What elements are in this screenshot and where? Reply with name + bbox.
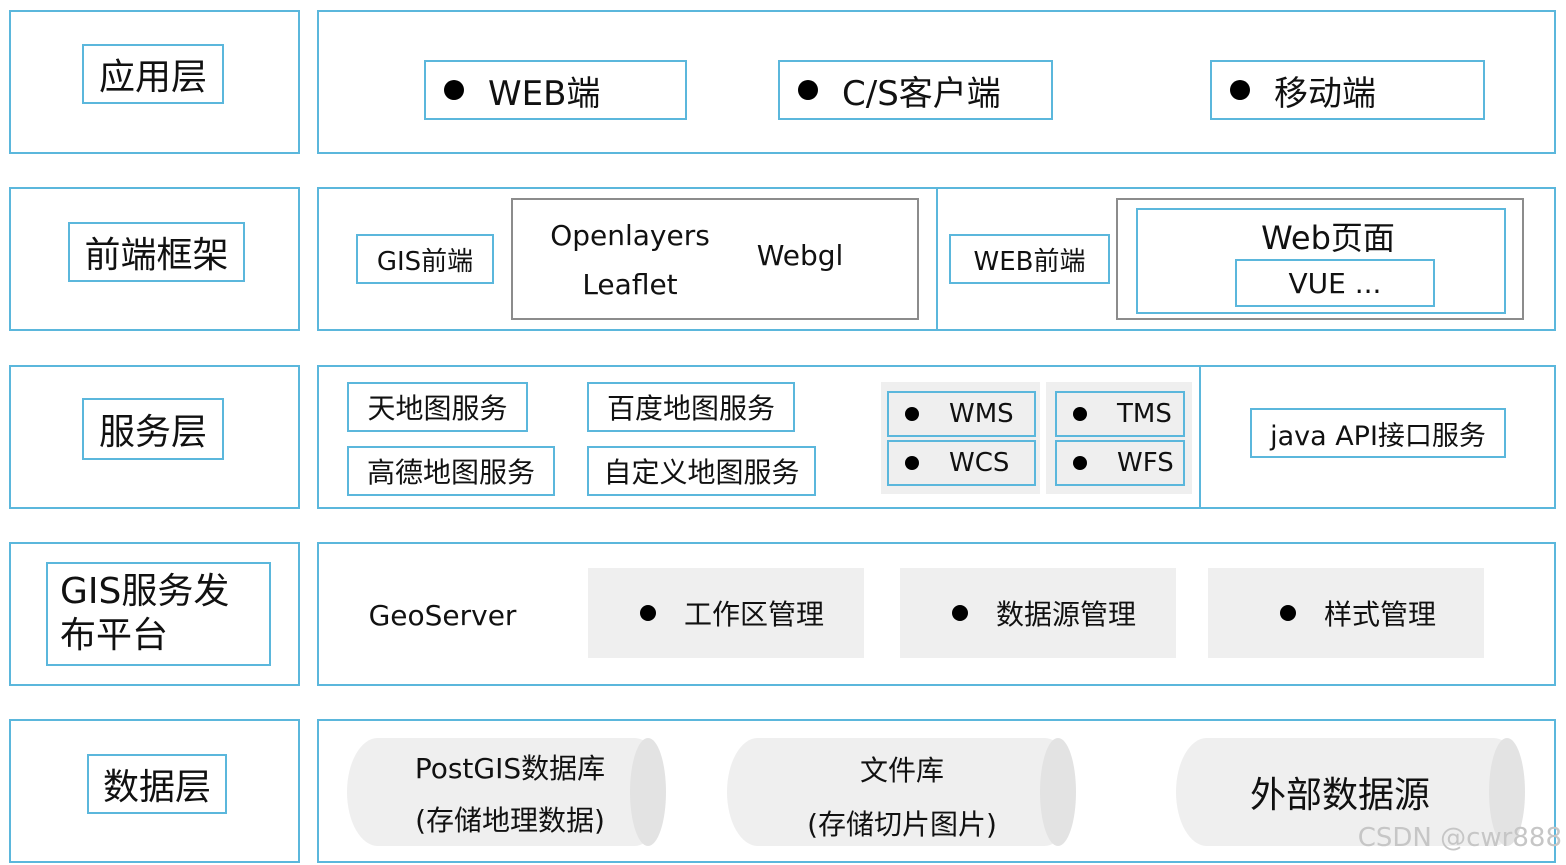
func-datasource-text: 数据源管理 bbox=[996, 598, 1137, 631]
app-item-mobile: 移动端 bbox=[1210, 60, 1485, 120]
bullet-icon bbox=[905, 456, 919, 470]
service-baidu: 百度地图服务 bbox=[587, 382, 795, 432]
cylinder-cap bbox=[630, 738, 666, 846]
app-item-mobile-text: 移动端 bbox=[1274, 73, 1376, 114]
store-postgis-line2: (存储地理数据) bbox=[415, 804, 605, 837]
web-page-title: Web页面 bbox=[1261, 219, 1395, 257]
data-layer-label-frame bbox=[9, 719, 300, 863]
lib-webgl: Webgl bbox=[756, 238, 844, 272]
java-api-service: java API接口服务 bbox=[1250, 408, 1506, 458]
cylinder-cap bbox=[1040, 738, 1076, 846]
service-layer-label-frame bbox=[9, 365, 300, 509]
gis-frontend-label: GIS前端 bbox=[356, 234, 494, 284]
func-datasource: 数据源管理 bbox=[900, 568, 1176, 658]
web-frontend-label: WEB前端 bbox=[949, 234, 1110, 284]
publish-label-line2: 布平台 bbox=[60, 615, 169, 656]
app-layer-label: 应用层 bbox=[82, 44, 224, 104]
service-custom: 自定义地图服务 bbox=[587, 446, 816, 496]
bullet-icon bbox=[444, 80, 464, 100]
frontend-layer-label-frame bbox=[9, 187, 300, 331]
app-layer-content bbox=[317, 10, 1556, 154]
lib-openlayers: Openlayers bbox=[550, 218, 710, 252]
app-layer-label-frame bbox=[9, 10, 300, 154]
ogc-wfs: WFS bbox=[1055, 440, 1185, 486]
func-style-text: 样式管理 bbox=[1324, 598, 1437, 631]
publish-layer-label-frame bbox=[9, 542, 300, 686]
ogc-tms-text: TMS bbox=[1117, 399, 1172, 429]
app-item-cs-text: C/S客户端 bbox=[842, 73, 1001, 114]
geoserver-label: GeoServer bbox=[368, 598, 517, 632]
ogc-wms-text: WMS bbox=[949, 399, 1014, 429]
publish-layer-content bbox=[317, 542, 1556, 686]
store-postgis-line1: PostGIS数据库 bbox=[414, 752, 606, 785]
ogc-wms: WMS bbox=[887, 391, 1036, 437]
data-layer-content bbox=[317, 719, 1556, 863]
store-external-line1: 外部数据源 bbox=[1249, 775, 1430, 816]
ogc-group-left bbox=[881, 382, 1040, 494]
publish-layer-label: GIS服务发 布平台 bbox=[46, 562, 271, 666]
web-page-outer-box bbox=[1116, 198, 1524, 320]
service-gaode: 高德地图服务 bbox=[347, 446, 555, 496]
bullet-icon bbox=[905, 407, 919, 421]
ogc-wcs: WCS bbox=[887, 440, 1036, 486]
bullet-icon bbox=[798, 80, 818, 100]
ogc-group-right bbox=[1046, 382, 1192, 494]
store-external bbox=[1176, 738, 1524, 846]
bullet-icon bbox=[640, 605, 656, 621]
cylinder-cap bbox=[1489, 738, 1525, 846]
frontend-divider bbox=[936, 187, 938, 331]
ogc-wfs-text: WFS bbox=[1117, 448, 1174, 478]
app-item-web-text: WEB端 bbox=[488, 73, 601, 114]
vue-framework-label: VUE ... bbox=[1235, 259, 1435, 307]
bullet-icon bbox=[1073, 456, 1087, 470]
frontend-layer-label: 前端框架 bbox=[68, 222, 245, 282]
ogc-tms: TMS bbox=[1055, 391, 1185, 437]
publish-label-line1: GIS服务发 bbox=[60, 571, 230, 612]
store-file bbox=[727, 738, 1075, 846]
store-file-line1: 文件库 bbox=[859, 754, 944, 787]
bullet-icon bbox=[1230, 80, 1250, 100]
func-style: 样式管理 bbox=[1208, 568, 1484, 658]
app-item-web: WEB端 bbox=[424, 60, 687, 120]
watermark: CSDN @cwr888 bbox=[1357, 823, 1562, 853]
gis-libraries-box bbox=[511, 198, 919, 320]
service-layer-content bbox=[317, 365, 1556, 509]
service-layer-label: 服务层 bbox=[82, 398, 224, 460]
service-tianditu: 天地图服务 bbox=[347, 382, 528, 432]
web-page-box bbox=[1136, 208, 1506, 314]
func-workspace: 工作区管理 bbox=[588, 568, 864, 658]
data-layer-label: 数据层 bbox=[87, 754, 227, 814]
lib-leaflet: Leaflet bbox=[582, 267, 678, 301]
ogc-wcs-text: WCS bbox=[949, 448, 1010, 478]
store-postgis bbox=[347, 738, 665, 846]
bullet-icon bbox=[952, 605, 968, 621]
app-item-cs-client: C/S客户端 bbox=[778, 60, 1053, 120]
bullet-icon bbox=[1280, 605, 1296, 621]
func-workspace-text: 工作区管理 bbox=[684, 598, 825, 631]
service-divider bbox=[1199, 365, 1201, 509]
store-file-line2: (存储切片图片) bbox=[807, 808, 997, 841]
bullet-icon bbox=[1073, 407, 1087, 421]
